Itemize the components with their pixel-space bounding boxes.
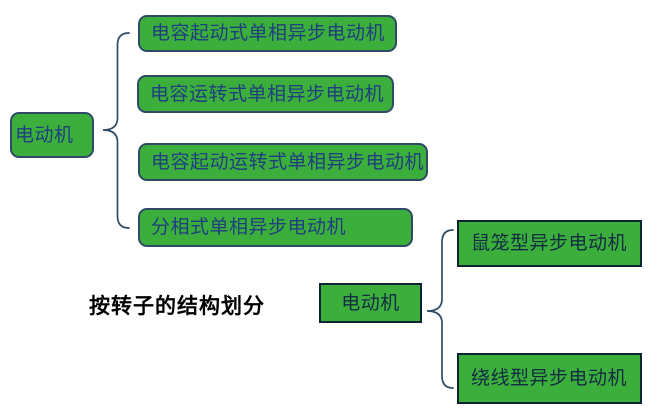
node-wound-rotor: 绕线型异步电动机 [457, 353, 642, 404]
node-motor-group2: 电动机 [319, 283, 422, 323]
brace-group1 [102, 32, 130, 229]
node-split-phase: 分相式单相异步电动机 [138, 208, 413, 247]
node-squirrel-cage: 鼠笼型异步电动机 [457, 220, 642, 267]
brace-group2 [426, 229, 454, 389]
node-motor-group1: 电动机 [10, 112, 94, 158]
node-capacitor-start: 电容起动式单相异步电动机 [138, 15, 397, 52]
node-capacitor-start-run: 电容起动运转式单相异步电动机 [138, 143, 428, 181]
node-capacitor-run: 电容运转式单相异步电动机 [137, 75, 394, 113]
rotor-structure-label: 按转子的结构划分 [89, 294, 265, 318]
